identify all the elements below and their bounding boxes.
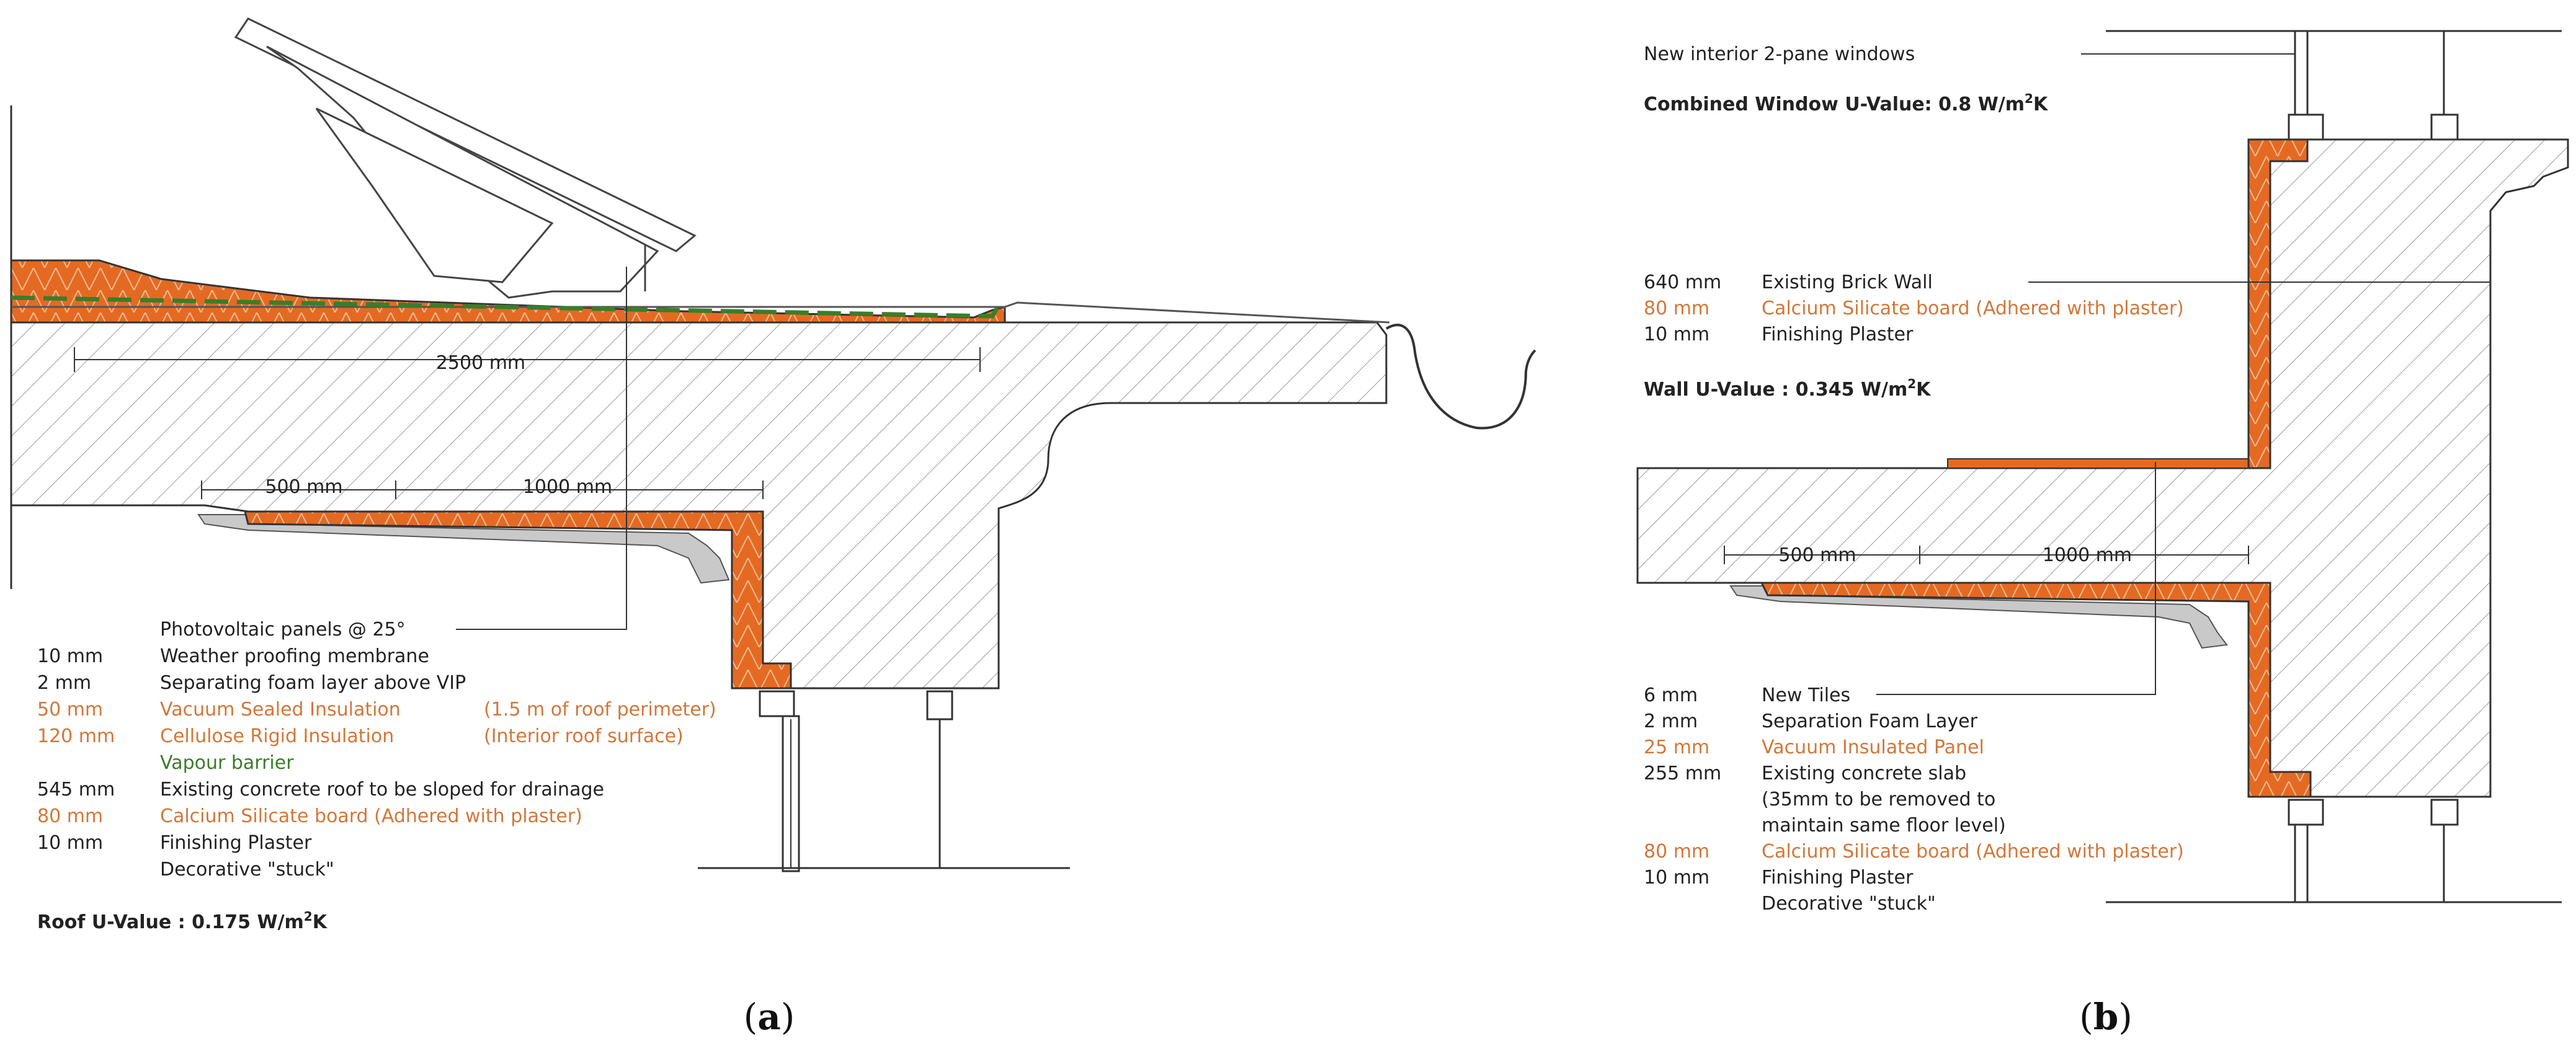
panel-b-caption: (b) <box>2079 996 2133 1038</box>
svg-text:10 mm: 10 mm <box>37 832 103 854</box>
panel-b-wall-floor-detail: 500 mm 1000 mm New interior 2-pane windo… <box>1636 30 2569 1038</box>
svg-text:Separating foam layer above VI: Separating foam layer above VIP <box>160 672 466 694</box>
panel-b-dim-500-label: 500 mm <box>1778 544 1856 566</box>
svg-text:Vacuum Sealed Insulation: Vacuum Sealed Insulation <box>160 699 401 720</box>
svg-text:640 mm: 640 mm <box>1644 272 1721 293</box>
panel-b-wall-u-value: Wall U-Value : 0.345 W/m2K <box>1644 376 1932 401</box>
svg-text:120 mm: 120 mm <box>37 725 115 747</box>
panel-a-layer-row: 2 mm Separating foam layer above VIP <box>37 672 466 694</box>
panel-b-window-u-value: Combined Window U-Value: 0.8 W/m2K <box>1644 91 2049 115</box>
svg-text:New Tiles: New Tiles <box>1762 685 1850 706</box>
panel-a-layer-row: 545 mm Existing concrete roof to be slop… <box>37 779 604 800</box>
panel-b-floor-row: 2 mm Separation Foam Layer <box>1644 711 1978 732</box>
svg-text:Photovoltaic panels @ 25°: Photovoltaic panels @ 25° <box>160 619 406 640</box>
panel-b-floor-vip <box>1947 458 2258 469</box>
svg-text:50 mm: 50 mm <box>37 699 103 720</box>
panel-a-layer-row: 80 mm Calcium Silicate board (Adhered wi… <box>37 805 582 827</box>
panel-b-floor-row: 6 mm New Tiles <box>1644 685 1850 706</box>
panel-a-concrete-roof-slab <box>10 321 1388 689</box>
panel-b-floor-row: 80 mm Calcium Silicate board (Adhered wi… <box>1644 841 2184 862</box>
panel-b-floor-legend: 6 mm New Tiles 2 mm Separation Foam Laye… <box>1644 685 2184 915</box>
panel-a-layer-row: 50 mm Vacuum Sealed Insulation (1.5 m of… <box>37 699 716 720</box>
svg-text:10 mm: 10 mm <box>37 645 103 667</box>
panel-b-lower-window <box>2288 799 2459 902</box>
panel-a-caption: (a) <box>744 996 795 1038</box>
panel-b-floor-row: 255 mm Existing concrete slab <box>1644 763 1966 784</box>
panel-a-layer-row: Vapour barrier <box>160 752 294 774</box>
panel-b-upper-window <box>2288 31 2459 144</box>
panel-b-dimension-500-1000: 500 mm 1000 mm <box>1724 544 2249 566</box>
svg-text:Existing Brick Wall: Existing Brick Wall <box>1762 272 1933 293</box>
panel-b-floor-leader <box>1876 462 2156 695</box>
panel-a-layer-row: Decorative "stuck" <box>160 859 334 880</box>
panel-a-layer-legend: Photovoltaic panels @ 25° 10 mm Weather … <box>37 619 716 880</box>
svg-text:6 mm: 6 mm <box>1644 685 1698 706</box>
svg-text:Vacuum Insulated Panel: Vacuum Insulated Panel <box>1762 737 1984 758</box>
panel-a-vapour-barrier <box>11 295 1001 319</box>
panel-a-pv-leader <box>456 267 627 630</box>
svg-text:Cellulose Rigid Insulation: Cellulose Rigid Insulation <box>160 725 394 747</box>
panel-b-wall-row: 10 mm Finishing Plaster <box>1644 324 1914 345</box>
svg-text:Separation Foam Layer: Separation Foam Layer <box>1762 711 1978 732</box>
panel-b-window-label: New interior 2-pane windows <box>1644 43 1915 65</box>
svg-text:Finishing Plaster: Finishing Plaster <box>160 832 312 854</box>
svg-text:80 mm: 80 mm <box>1644 298 1709 319</box>
svg-text:Calcium Silicate board (Adhere: Calcium Silicate board (Adhered with pla… <box>1762 298 2184 319</box>
panel-b-floor-row: (35mm to be removed to <box>1762 789 1995 810</box>
panel-a-layer-row: 10 mm Finishing Plaster <box>37 832 312 854</box>
panel-a-dimension-2500: 2500 mm <box>74 347 981 374</box>
svg-text:10 mm: 10 mm <box>1644 867 1709 889</box>
panel-a-dim-2500-label: 2500 mm <box>436 352 525 374</box>
panel-b-wall-row: 640 mm Existing Brick Wall <box>1644 272 1933 293</box>
panel-b-wall-row: 80 mm Calcium Silicate board (Adhered wi… <box>1644 298 2184 319</box>
panel-a-roof-u-value: Roof U-Value : 0.175 W/m2K <box>37 909 328 933</box>
panel-b-floor-row: maintain same floor level) <box>1762 815 2006 836</box>
panel-b-wall-legend: 640 mm Existing Brick Wall 80 mm Calcium… <box>1644 272 2184 345</box>
panel-a-gutter <box>1385 324 1536 430</box>
svg-text:Calcium Silicate board (Adhere: Calcium Silicate board (Adhered with pla… <box>160 805 582 827</box>
panel-b-wall-insulation-upper <box>2247 138 2309 469</box>
svg-text:Finishing Plaster: Finishing Plaster <box>1762 867 1914 889</box>
panel-a-layer-row: Photovoltaic panels @ 25° <box>160 619 406 640</box>
svg-text:2 mm: 2 mm <box>1644 711 1698 732</box>
panel-b-dim-1000-label: 1000 mm <box>2043 544 2132 566</box>
panel-a-roof-detail: 2500 mm 500 mm 1000 mm Photovoltaic pane… <box>10 17 1536 1038</box>
svg-text:Calcium Silicate board (Adhere: Calcium Silicate board (Adhered with pla… <box>1762 841 2184 862</box>
svg-text:Decorative "stuck": Decorative "stuck" <box>160 859 334 880</box>
svg-text:maintain same floor level): maintain same floor level) <box>1762 815 2006 836</box>
panel-a-layer-row: 120 mm Cellulose Rigid Insulation (Inter… <box>37 725 684 747</box>
svg-text:2 mm: 2 mm <box>37 672 91 694</box>
svg-text:(35mm to be removed to: (35mm to be removed to <box>1762 789 1995 810</box>
svg-text:25 mm: 25 mm <box>1644 737 1709 758</box>
svg-text:Existing concrete slab: Existing concrete slab <box>1762 763 1966 784</box>
panel-a-photovoltaic-panel <box>234 17 697 299</box>
panel-a-interior-insulation <box>244 510 792 689</box>
panel-b-floor-row: 10 mm Finishing Plaster <box>1644 867 1914 889</box>
svg-text:10 mm: 10 mm <box>1644 324 1709 345</box>
svg-text:80 mm: 80 mm <box>1644 841 1709 862</box>
svg-text:(1.5 m of roof perimeter): (1.5 m of roof perimeter) <box>484 699 716 720</box>
svg-text:(Interior roof surface): (Interior roof surface) <box>484 725 684 747</box>
panel-b-floor-row: 25 mm Vacuum Insulated Panel <box>1644 737 1984 758</box>
svg-text:80 mm: 80 mm <box>37 805 103 827</box>
panel-a-window-frame <box>698 690 1070 872</box>
svg-text:545 mm: 545 mm <box>37 779 115 800</box>
panel-b-floor-row: Decorative "stuck" <box>1762 893 1936 915</box>
svg-text:Decorative "stuck": Decorative "stuck" <box>1762 893 1936 915</box>
panel-a-dim-500-label: 500 mm <box>265 476 342 498</box>
svg-text:Existing concrete roof to be s: Existing concrete roof to be sloped for … <box>160 779 604 800</box>
svg-text:255 mm: 255 mm <box>1644 763 1721 784</box>
panel-a-dim-1000-label: 1000 mm <box>523 476 612 498</box>
panel-a-layer-row: 10 mm Weather proofing membrane <box>37 645 429 667</box>
svg-text:Vapour barrier: Vapour barrier <box>160 752 294 774</box>
svg-text:Finishing Plaster: Finishing Plaster <box>1762 324 1914 345</box>
panel-b-wall-insulation-lower <box>1760 582 2312 798</box>
panel-a-dimension-500-1000: 500 mm 1000 mm <box>201 476 764 499</box>
svg-text:Weather proofing membrane: Weather proofing membrane <box>160 645 429 667</box>
